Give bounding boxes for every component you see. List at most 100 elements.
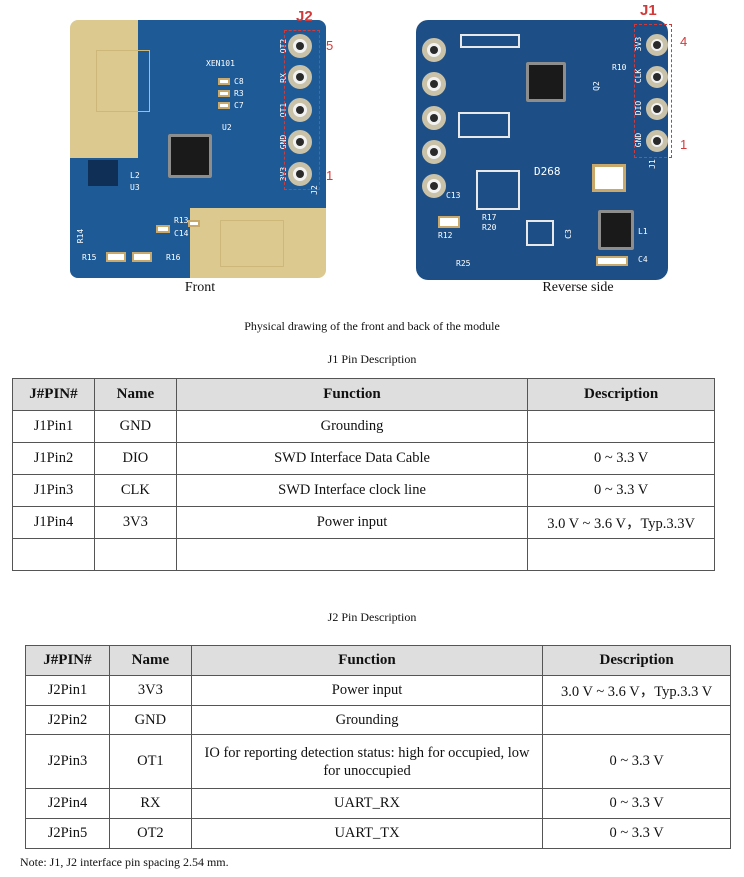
cell-function: SWD Interface Data Cable bbox=[175, 442, 529, 475]
silk-label: R3 bbox=[234, 89, 244, 98]
header-pin: J#PIN# bbox=[12, 378, 95, 411]
j2-pin-number-top: 5 bbox=[326, 38, 334, 53]
cell-function: IO for reporting detection status: high … bbox=[190, 734, 544, 789]
component-grid bbox=[526, 220, 554, 246]
cell-pin: J1Pin2 bbox=[12, 442, 95, 475]
silk-label: R13 bbox=[174, 216, 189, 225]
header-name: Name bbox=[108, 645, 192, 676]
footnote: Note: J1, J2 interface pin spacing 2.54 … bbox=[20, 855, 229, 869]
smd-component bbox=[106, 252, 126, 262]
header-function: Function bbox=[190, 645, 544, 676]
j1-highlight-box bbox=[634, 24, 672, 158]
cell-name: 3V3 bbox=[93, 506, 177, 539]
cell-name: CLK bbox=[93, 474, 177, 507]
j1-pin-number-top: 4 bbox=[680, 34, 688, 49]
header-pin: J#PIN# bbox=[25, 645, 110, 676]
silk-label: R12 bbox=[438, 231, 453, 240]
header-description: Description bbox=[527, 378, 715, 411]
cell-description: 0 ~ 3.3 V bbox=[542, 818, 731, 849]
cell-description: 3.0 V ~ 3.6 V，Typ.3.3 V bbox=[542, 675, 731, 706]
cell-name: GND bbox=[93, 410, 177, 443]
table-row: J2Pin4 RX UART_RX 0 ~ 3.3 V bbox=[25, 788, 731, 819]
cell-description: 0 ~ 3.3 V bbox=[527, 442, 715, 475]
table-header-row: J#PIN# Name Function Description bbox=[25, 645, 731, 676]
cell-function: SWD Interface clock line bbox=[175, 474, 529, 507]
cell-pin bbox=[12, 538, 95, 571]
silk-label: C7 bbox=[234, 101, 244, 110]
inductor-l2 bbox=[88, 160, 118, 186]
silk-label: R25 bbox=[456, 259, 471, 268]
smd-component bbox=[218, 78, 230, 85]
j1-connector-label: J1 bbox=[640, 2, 657, 19]
edge-pad bbox=[422, 106, 446, 130]
cell-function: Power input bbox=[190, 675, 544, 706]
cell-description: 3.0 V ~ 3.6 V，Typ.3.3V bbox=[527, 506, 715, 539]
cell-function bbox=[175, 538, 529, 571]
edge-pad bbox=[422, 38, 446, 62]
j1-pad-4 bbox=[646, 34, 668, 56]
cell-name: GND bbox=[108, 705, 192, 735]
edge-pad bbox=[422, 140, 446, 164]
table-header-row: J#PIN# Name Function Description bbox=[12, 378, 715, 411]
j1-pad-2 bbox=[646, 98, 668, 120]
cell-pin: J1Pin3 bbox=[12, 474, 95, 507]
cell-pin: J2Pin5 bbox=[25, 818, 110, 849]
silk-label: U3 bbox=[130, 183, 140, 192]
silk-label: J1 bbox=[647, 159, 657, 169]
cell-name: 3V3 bbox=[108, 675, 192, 706]
silk-label: L1 bbox=[638, 227, 648, 236]
cell-function: UART_RX bbox=[190, 788, 544, 819]
cell-description bbox=[527, 410, 715, 443]
table-row: J1Pin3 CLK SWD Interface clock line 0 ~ … bbox=[12, 474, 715, 507]
silk-label: D268 bbox=[534, 165, 561, 178]
j2-table-title: J2 Pin Description bbox=[327, 610, 417, 624]
component-grid bbox=[458, 112, 510, 138]
cell-name bbox=[93, 538, 177, 571]
table-row: J2Pin5 OT2 UART_TX 0 ~ 3.3 V bbox=[25, 818, 731, 849]
header-name: Name bbox=[93, 378, 177, 411]
smd-component bbox=[156, 225, 170, 233]
silk-label: C13 bbox=[446, 191, 461, 200]
j1-pad-3 bbox=[646, 66, 668, 88]
back-caption: Reverse side bbox=[542, 280, 614, 295]
cell-function: Grounding bbox=[190, 705, 544, 735]
cell-description: 0 ~ 3.3 V bbox=[542, 788, 731, 819]
cell-pin: J2Pin3 bbox=[25, 734, 110, 789]
j2-highlight-box bbox=[284, 30, 320, 190]
cell-pin: J2Pin1 bbox=[25, 675, 110, 706]
antenna-patch bbox=[96, 50, 150, 112]
j2-pad-2 bbox=[288, 130, 312, 154]
silk-label: C4 bbox=[638, 255, 648, 264]
component-grid bbox=[460, 34, 520, 48]
smd-component bbox=[188, 220, 200, 227]
j2-pad-1 bbox=[288, 162, 312, 186]
j1-pin-table: J#PIN# Name Function Description J1Pin1 … bbox=[12, 378, 715, 571]
table-row-empty bbox=[12, 538, 715, 571]
main-chip bbox=[168, 134, 212, 178]
table-row: J1Pin2 DIO SWD Interface Data Cable 0 ~ … bbox=[12, 442, 715, 475]
table-row: J1Pin1 GND Grounding bbox=[12, 410, 715, 443]
j1-pad-1 bbox=[646, 130, 668, 152]
j1-pin-number-bottom: 1 bbox=[680, 137, 688, 152]
front-board-photo: OT2 RX OT1 GND 3V3 XEN101 C8 R3 C7 U2 L2… bbox=[70, 20, 326, 278]
j2-pin-table: J#PIN# Name Function Description J2Pin1 … bbox=[25, 645, 731, 849]
j2-pad-4 bbox=[288, 65, 312, 89]
cell-name: DIO bbox=[93, 442, 177, 475]
cell-function: UART_TX bbox=[190, 818, 544, 849]
cell-function: Grounding bbox=[175, 410, 529, 443]
silk-label: R14 bbox=[76, 228, 86, 244]
j2-pad-5 bbox=[288, 34, 312, 58]
cell-description: 0 ~ 3.3 V bbox=[542, 734, 731, 789]
silk-label: R10 bbox=[612, 63, 627, 72]
cell-name: OT2 bbox=[108, 818, 192, 849]
j1-table-title: J1 Pin Description bbox=[327, 352, 417, 366]
component-grid bbox=[476, 170, 520, 210]
j2-connector-label: J2 bbox=[296, 8, 313, 25]
silk-label: R15 bbox=[82, 253, 97, 262]
smd-component bbox=[132, 252, 152, 262]
cell-function: Power input bbox=[175, 506, 529, 539]
silk-label: C8 bbox=[234, 77, 244, 86]
cell-pin: J2Pin4 bbox=[25, 788, 110, 819]
smd-component bbox=[438, 216, 460, 228]
antenna-patch bbox=[220, 220, 284, 267]
